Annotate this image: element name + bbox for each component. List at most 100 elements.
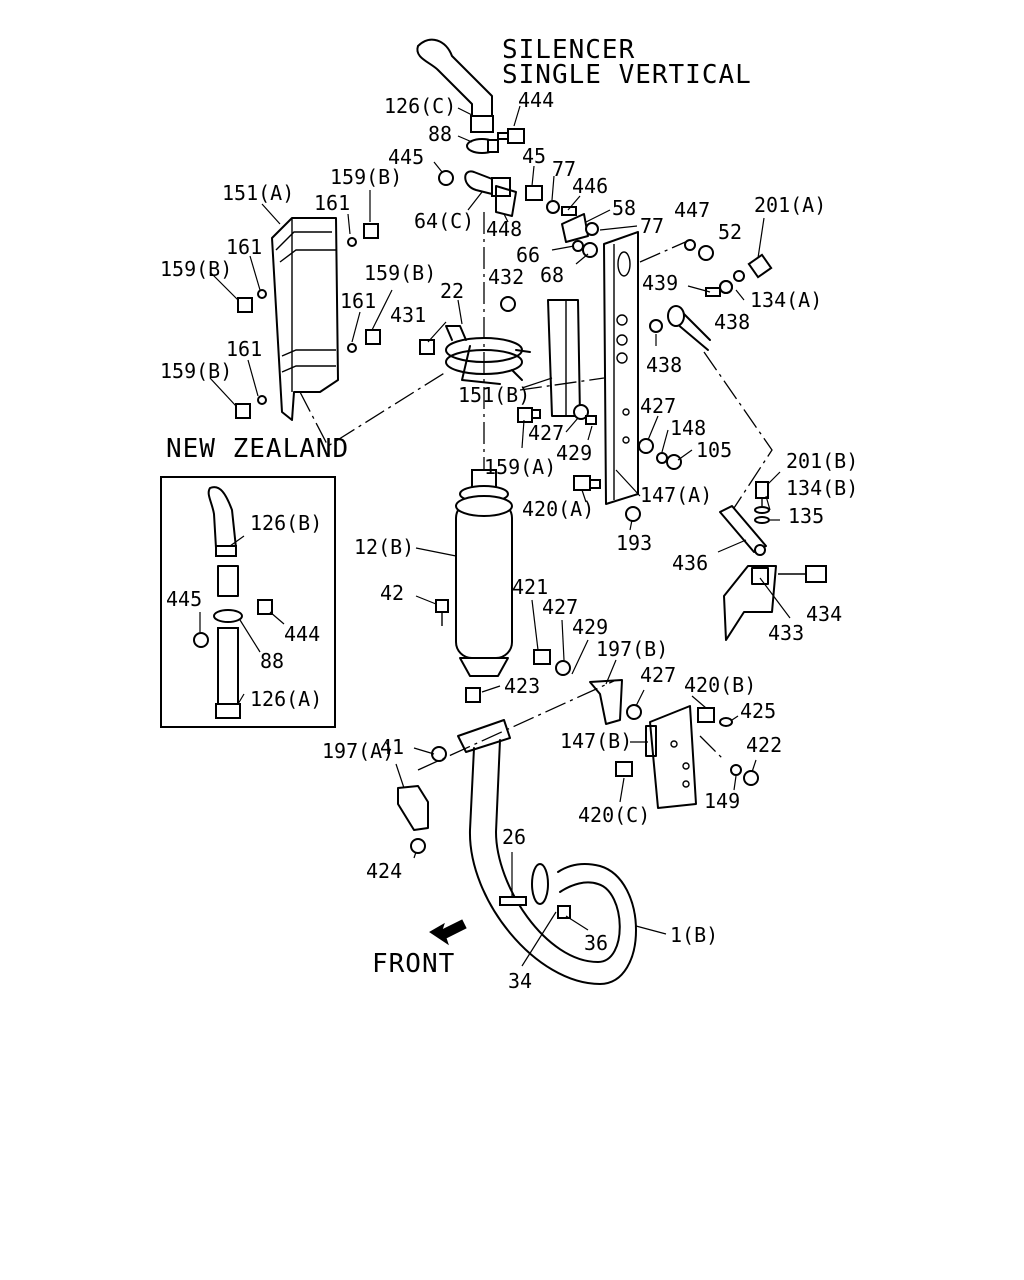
diagram-title-line1: SILENCER — [502, 35, 635, 65]
label-431: 431 — [390, 303, 426, 327]
nut-427b — [638, 438, 654, 454]
label-147b: 147(B) — [560, 729, 632, 753]
assembly-lines — [299, 212, 773, 771]
washer-148 — [656, 452, 668, 464]
label-429-1: 429 — [556, 441, 592, 465]
label-438-1: 438 — [714, 310, 750, 334]
bolt-159b-3 — [347, 329, 381, 353]
bolt-42 — [435, 599, 449, 626]
label-126a: 126(A) — [250, 687, 322, 711]
label-444-inset: 444 — [284, 622, 320, 646]
label-420a: 420(A) — [522, 497, 594, 521]
label-420b: 420(B) — [684, 673, 756, 697]
bolt-444 — [497, 128, 525, 144]
label-161-1: 161 — [314, 191, 350, 215]
washer-438 — [649, 319, 663, 333]
label-432: 432 — [488, 265, 524, 289]
bolt-420b — [697, 707, 715, 723]
label-425: 425 — [740, 699, 776, 723]
label-159b-1: 159(B) — [330, 165, 402, 189]
bolt-446 — [561, 206, 577, 216]
bolt-45 — [525, 185, 543, 201]
label-41: 41 — [380, 735, 404, 759]
nut-427d — [626, 704, 642, 720]
bolt-159b-1 — [347, 223, 379, 247]
brace-436 — [719, 505, 767, 556]
label-12b: 12(B) — [354, 535, 414, 559]
heat-shield-151a — [271, 217, 339, 421]
label-197a: 197(A) — [322, 739, 394, 763]
label-439: 439 — [642, 271, 678, 295]
bolt-201b — [755, 481, 769, 506]
label-34: 34 — [508, 969, 532, 993]
label-134b: 134(B) — [786, 476, 858, 500]
diagram-title-line2: SINGLE VERTICAL — [502, 60, 752, 90]
nut-427a — [573, 404, 589, 420]
label-427-4: 427 — [640, 663, 676, 687]
label-445-inset: 445 — [166, 587, 202, 611]
label-447: 447 — [674, 198, 710, 222]
washer-425 — [719, 717, 733, 727]
label-201a: 201(A) — [754, 193, 826, 217]
silencer-12b — [455, 469, 513, 677]
bracket-151b — [547, 299, 581, 417]
label-420c: 420(C) — [578, 803, 650, 827]
label-448: 448 — [486, 217, 522, 241]
label-445: 445 — [388, 145, 424, 169]
label-421: 421 — [512, 575, 548, 599]
bolt-159b-2 — [237, 289, 267, 313]
bracket-58 — [561, 213, 589, 243]
leader-lines — [199, 105, 791, 967]
label-58: 58 — [612, 196, 636, 220]
label-159b-4: 159(B) — [160, 359, 232, 383]
label-64c: 64(C) — [414, 209, 474, 233]
bolt-159b-4 — [235, 395, 267, 419]
label-77: 77 — [552, 157, 576, 181]
front-arrow-icon — [429, 919, 467, 946]
bolt-420a — [573, 475, 601, 491]
bolt-420c — [615, 761, 633, 777]
inset-new-zealand — [160, 476, 336, 728]
callout-labels: 126(C) 444 88 445 64(C) 45 77 446 58 77 … — [160, 88, 858, 993]
label-149: 149 — [704, 789, 740, 813]
nut-193 — [625, 506, 641, 522]
label-161-4: 161 — [226, 337, 262, 361]
label-22: 22 — [440, 279, 464, 303]
label-161-3: 161 — [340, 289, 376, 313]
label-1b: 1(B) — [670, 923, 718, 947]
label-105: 105 — [696, 438, 732, 462]
label-197b: 197(B) — [596, 637, 668, 661]
label-423: 423 — [504, 674, 540, 698]
label-45: 45 — [522, 144, 546, 168]
label-429-2: 429 — [572, 615, 608, 639]
silencer-band-22 — [445, 325, 531, 385]
bolt-439 — [705, 280, 733, 297]
washer-77b — [585, 222, 599, 236]
label-68: 68 — [540, 263, 564, 287]
nut-445 — [438, 170, 454, 186]
bolt-431 — [419, 339, 435, 355]
nut-52 — [698, 245, 714, 261]
clamp-88 — [466, 138, 499, 154]
bracket-433 — [723, 565, 777, 641]
label-66: 66 — [516, 243, 540, 267]
nut-36 — [557, 905, 571, 919]
label-148: 148 — [670, 416, 706, 440]
label-161-2: 161 — [226, 235, 262, 259]
tail-pipe-126c — [416, 38, 494, 133]
bolt-159a — [517, 407, 541, 423]
label-201b: 201(B) — [786, 449, 858, 473]
bracket-197b — [589, 679, 623, 725]
nut-105 — [666, 454, 682, 470]
label-427-1: 427 — [640, 394, 676, 418]
label-88: 88 — [428, 122, 452, 146]
label-433: 433 — [768, 621, 804, 645]
nut-68 — [582, 242, 598, 258]
washer-66 — [572, 240, 584, 252]
label-422: 422 — [746, 733, 782, 757]
bracket-448 — [495, 185, 517, 217]
new-zealand-label: NEW ZEALAND — [166, 434, 349, 464]
label-88-inset: 88 — [260, 649, 284, 673]
label-446: 446 — [572, 174, 608, 198]
stay-147a — [603, 231, 639, 505]
